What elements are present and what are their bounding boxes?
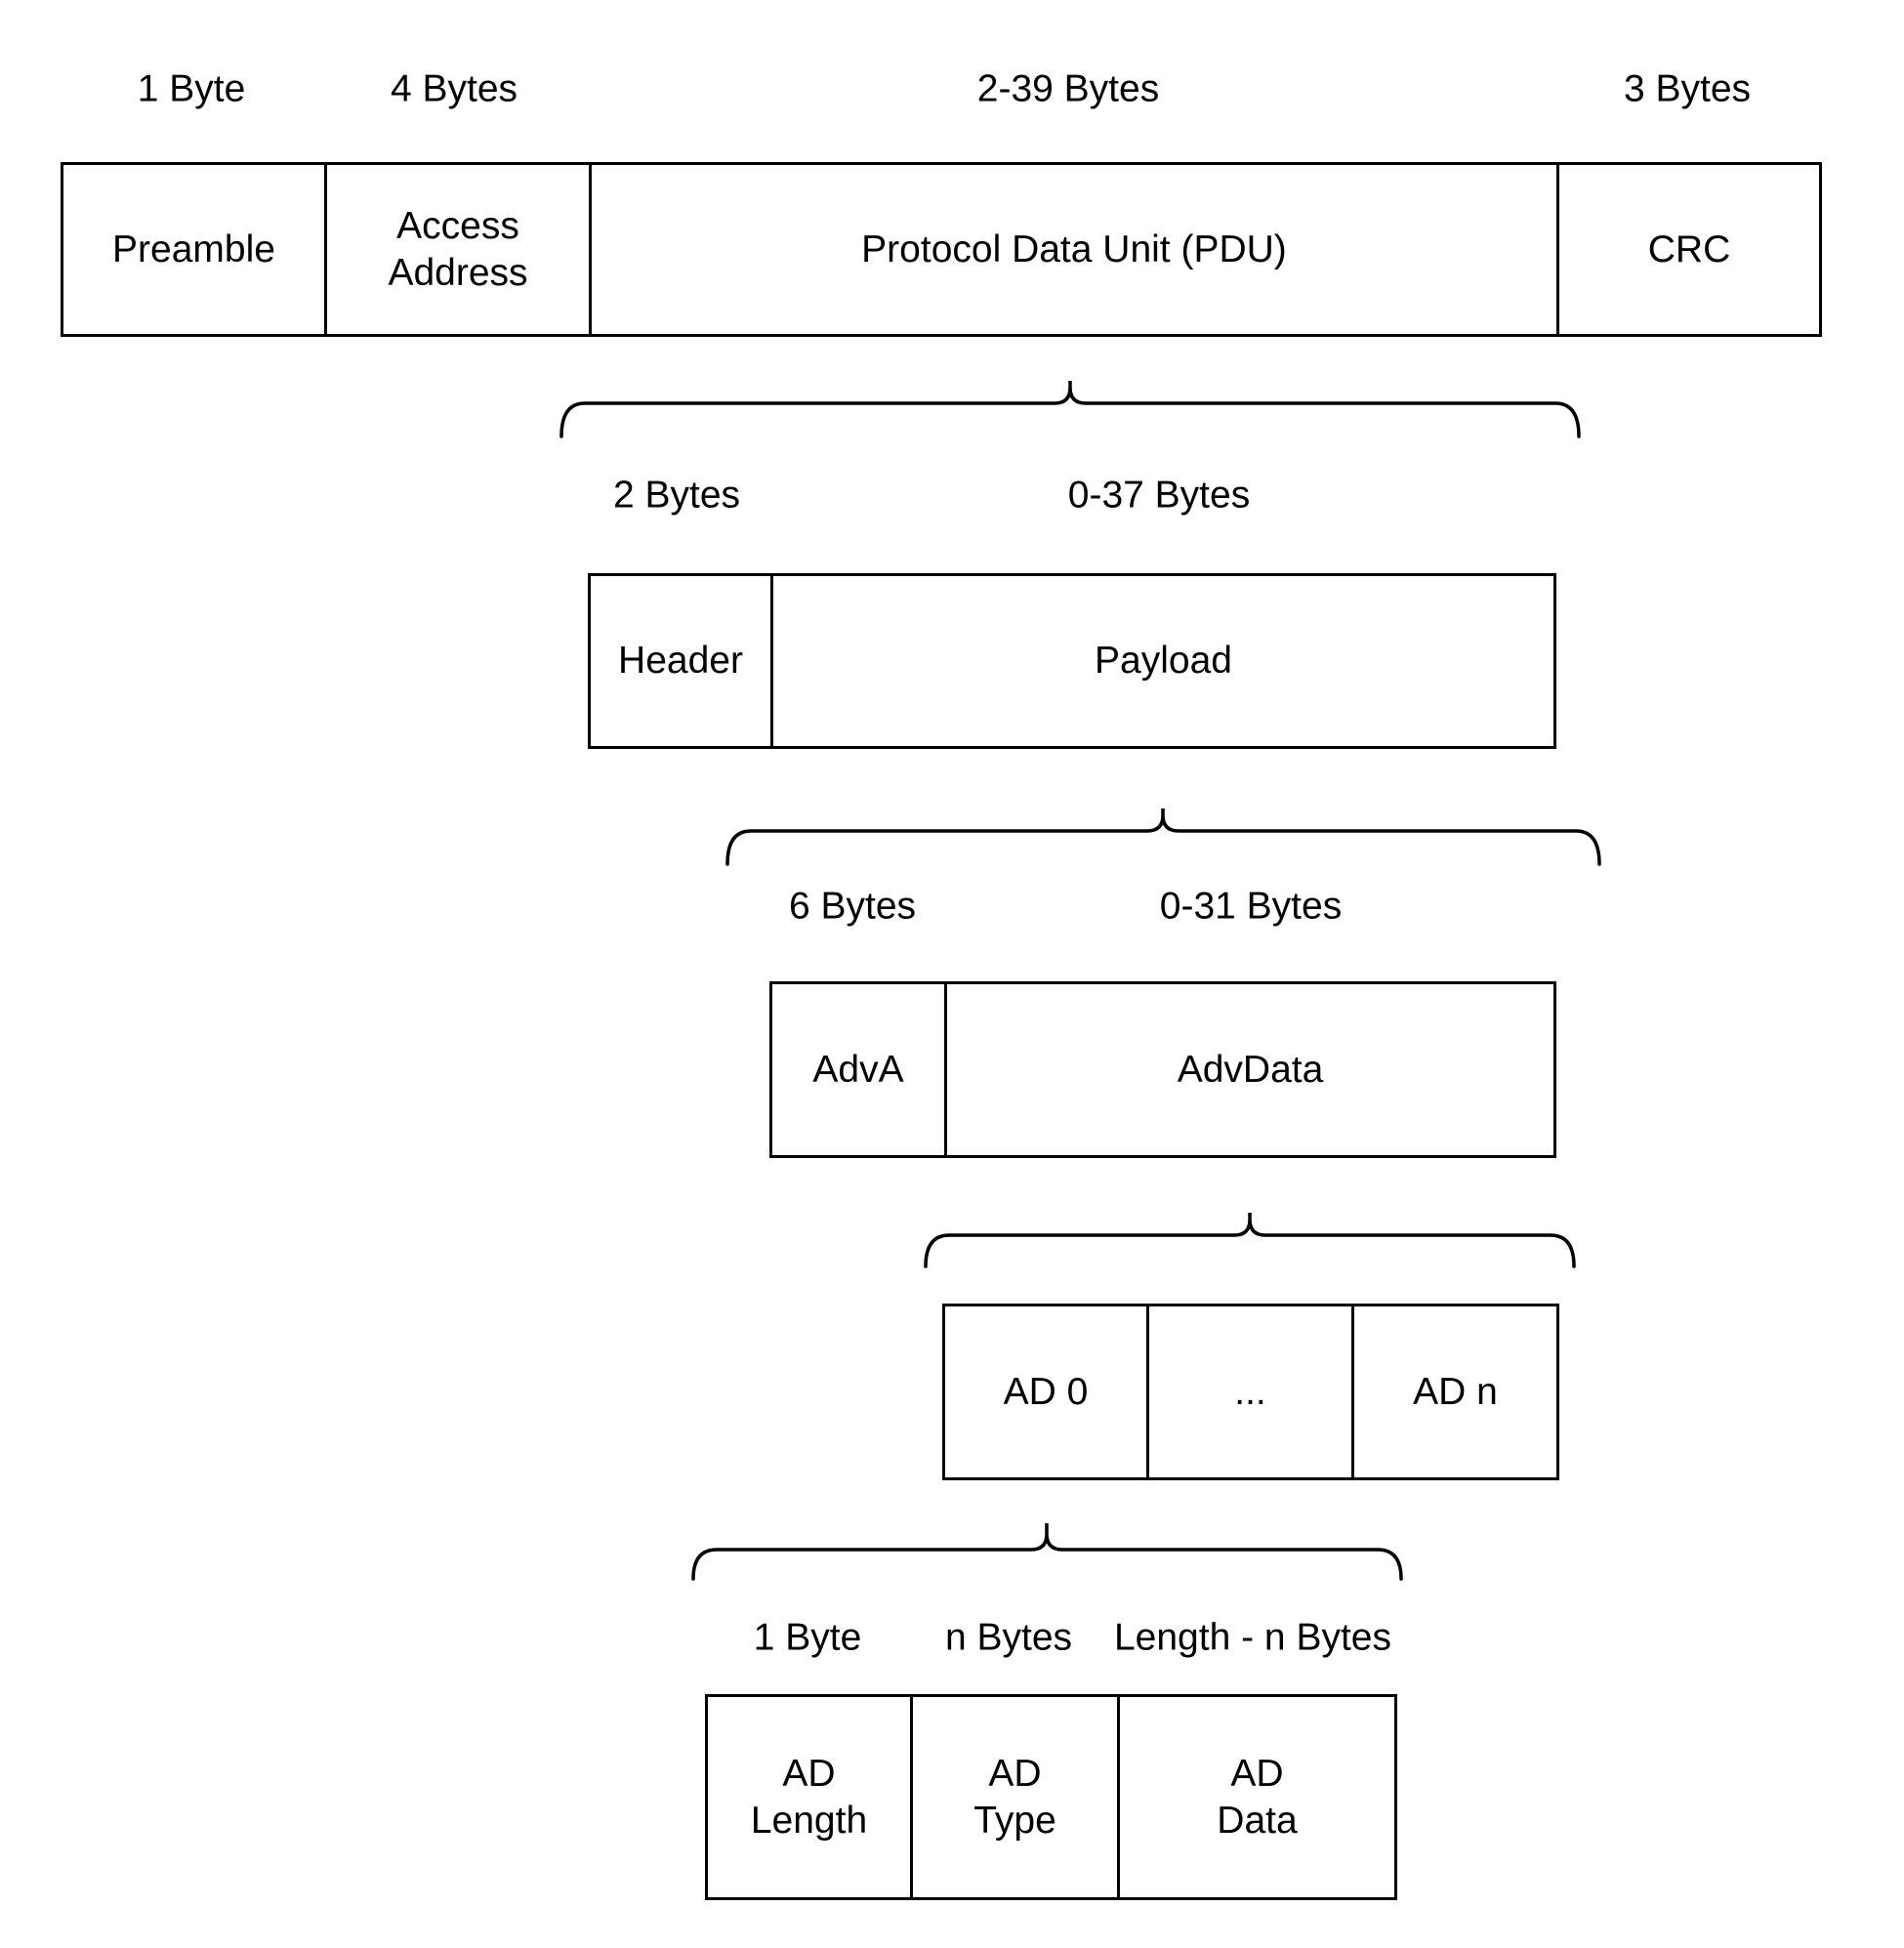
byte-label-header: 2 Bytes [612,474,741,517]
brace-advdata [924,1213,1576,1268]
byte-label-adva: 6 Bytes [788,885,917,928]
field-ad-type: AD Type [913,1697,1120,1897]
field-ad-n: AD n [1413,1370,1498,1413]
field-ad-ellipsis: ... [1149,1306,1354,1477]
byte-label-ad-data: Length - n Bytes [1113,1616,1392,1659]
field-ad-data: AD Data [1217,1752,1298,1842]
field-header: Header [591,576,773,746]
payload-row: AdvA AdvData [769,981,1556,1158]
brace-pdu [559,381,1581,438]
field-adva: AdvA [772,984,947,1155]
field-access-address: Access Address [327,165,592,334]
field-ad-0: AD 0 [945,1306,1149,1477]
ad-structure-row: AD Length AD Type AD Data [705,1694,1397,1900]
byte-label-access-address: 4 Bytes [390,67,518,110]
field-payload: Payload [1095,640,1232,683]
advdata-row: AD 0 ... AD n [942,1304,1559,1480]
packet-row: Preamble Access Address Protocol Data Un… [61,162,1822,337]
brace-ad0 [691,1523,1403,1581]
byte-label-advdata: 0-31 Bytes [1159,885,1343,928]
field-preamble: Preamble [63,165,327,334]
byte-label-ad-type: n Bytes [944,1616,1073,1659]
field-ad-length: AD Length [708,1697,913,1897]
field-crc: CRC [1647,228,1731,270]
brace-payload [725,808,1601,866]
byte-label-ad-length: 1 Byte [753,1616,862,1659]
field-advdata: AdvData [1177,1048,1324,1091]
byte-label-payload: 0-37 Bytes [1067,474,1251,517]
pdu-row: Header Payload [588,573,1556,749]
field-pdu: Protocol Data Unit (PDU) [592,165,1559,334]
byte-label-pdu: 2-39 Bytes [976,67,1160,110]
byte-label-preamble: 1 Byte [137,67,246,110]
byte-label-crc: 3 Bytes [1623,67,1752,110]
